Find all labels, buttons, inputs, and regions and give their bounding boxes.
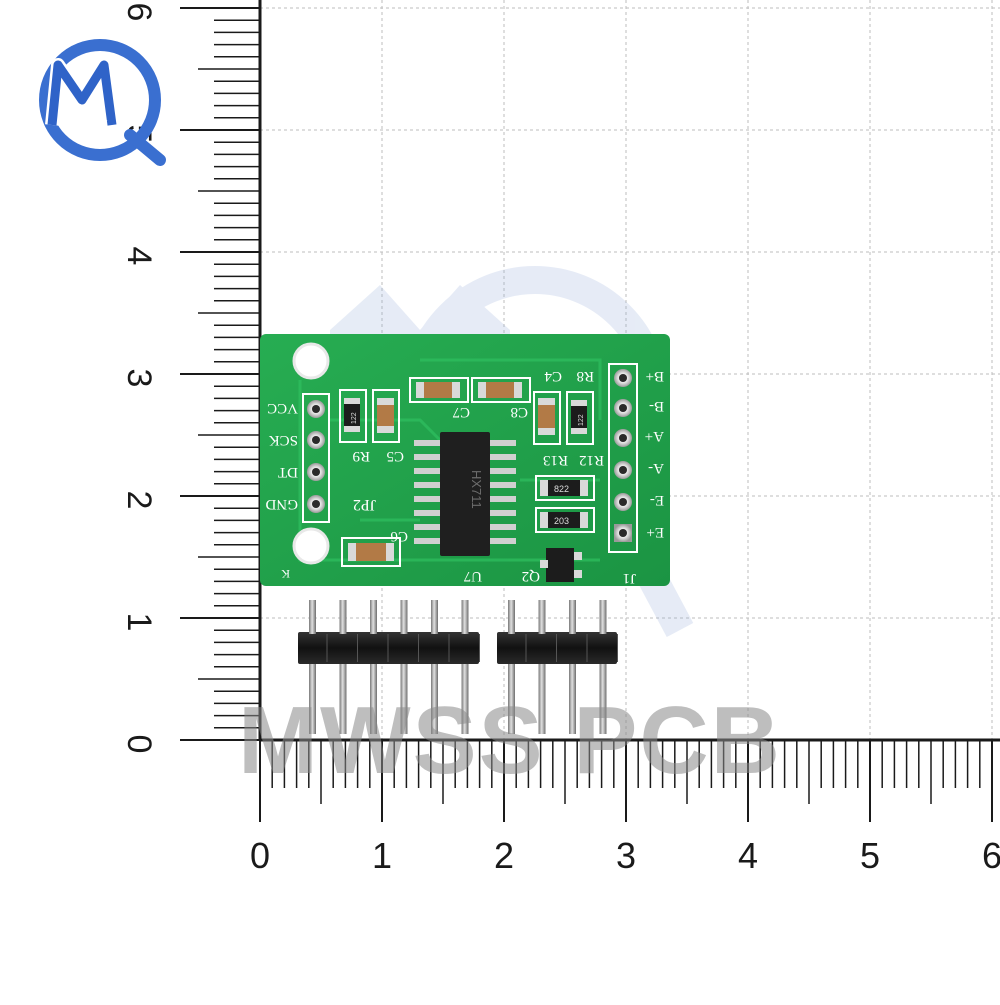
header-pin [370,600,377,734]
c7-capacitor [420,382,456,398]
vertical-ruler-label: 4 [120,247,158,266]
pin-headers [298,600,618,734]
label-c4: C4 [544,368,562,384]
vertical-ruler-label: 0 [120,735,158,754]
label-c8: C8 [510,404,528,420]
header-pin [400,600,408,734]
q2-transistor [546,548,574,582]
label-r9: R9 [352,448,370,464]
label-c7: C7 [452,404,470,420]
label-r13: R13 [543,452,568,468]
c6-capacitor [354,543,388,561]
hx711-chip: HX711 [414,432,516,556]
j1-outline [608,363,638,553]
svg-text:★: ★ [92,128,101,139]
hx711-module: VCC SCK DT GND JP2 K 122 R9 C5 C7 C [260,334,670,586]
horizontal-ruler-label: 1 [372,835,392,876]
vertical-ruler-label: 3 [120,369,158,388]
r8-code: 122 [578,414,585,426]
pin-label-a-plus: A+ [645,428,664,444]
label-j1: J1 [623,570,636,586]
label-c6: C6 [390,528,408,544]
c8-capacitor [482,382,518,398]
r9-code: 122 [351,412,358,424]
pin-label-b-plus: B+ [646,368,664,384]
header-pin [339,600,347,734]
vertical-ruler-label: 1 [120,613,158,632]
pin-label-a-minus: A- [648,460,664,476]
header-pin [461,600,469,734]
mounting-hole-bottom [292,527,330,565]
label-u7: U7 [463,568,482,584]
jp2-labels: VCC SCK DT GND JP2 K [265,400,376,581]
label-c5: C5 [386,448,404,464]
r9-resistor [344,402,360,428]
horizontal-ruler-label: 4 [738,835,758,876]
label-r12: R12 [579,452,604,468]
jp2-outline [302,393,330,523]
mounting-hole-top [292,342,330,380]
jp2-pads [307,400,325,513]
pin-label-b-minus: B- [649,398,664,414]
r13-code: 822 [554,484,569,494]
pin-label-gnd: GND [265,496,298,512]
pin-label-e-plus: E+ [646,524,664,540]
header-pin [508,600,515,734]
r12-resistor [546,512,582,528]
watermark-text: MWSS PCB [238,687,782,794]
pin-label-vcc: VCC [267,400,298,416]
horizontal-ruler: 0 1 2 3 4 5 6 [250,738,1000,876]
pin-header-4 [497,600,618,734]
c4-capacitor [538,402,555,432]
header-pin [599,600,607,734]
vertical-ruler-label: 6 [120,3,158,22]
horizontal-ruler-label: 5 [860,835,880,876]
r13-resistor [546,480,582,496]
r12-code: 203 [554,516,569,526]
horizontal-ruler-label: 6 [982,835,1000,876]
j1-pads [614,369,632,542]
header-pin [538,600,546,734]
label-jp2: JP2 [353,496,376,513]
label-q2: Q2 [522,568,540,584]
vertical-ruler-label: 2 [120,491,158,510]
j1-labels: B+ B- A+ A- E- E+ [645,368,664,540]
label-k: K [281,567,290,581]
header-pin [309,600,316,734]
r8-resistor [571,404,587,430]
horizontal-ruler-label: 2 [494,835,514,876]
pin-header-6 [298,600,480,734]
pin-label-sck: SCK [269,432,298,448]
horizontal-ruler-label: 3 [616,835,636,876]
pin-label-dt: DT [278,464,298,480]
pin-label-e-minus: E- [650,492,664,508]
brand-logo: ★ ★ ★ [39,39,166,166]
chip-marking: HX711 [469,470,484,509]
svg-text:★: ★ [100,116,108,126]
header-pin [431,600,438,734]
c5-capacitor [377,400,394,430]
label-r8: R8 [576,368,594,384]
svg-text:★: ★ [78,117,89,131]
horizontal-ruler-label: 0 [250,835,270,876]
header-pin [569,600,576,734]
